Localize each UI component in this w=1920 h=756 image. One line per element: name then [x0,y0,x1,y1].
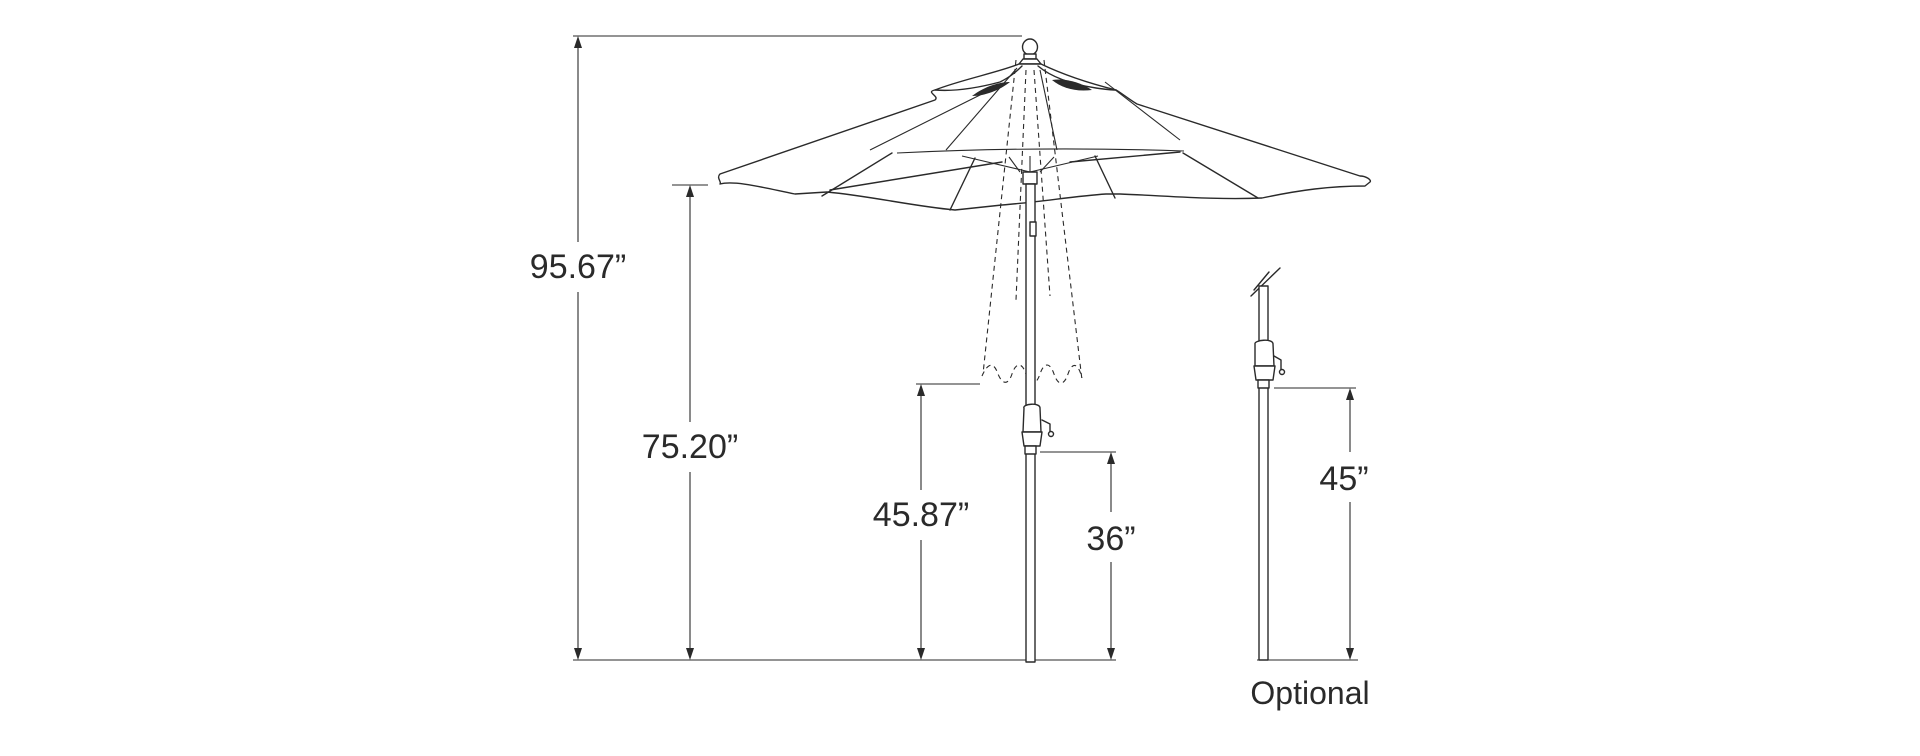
optional-pole-illustration [1250,267,1286,661]
canopy-clearance-label: 75.20” [642,428,738,466]
canopy-seam [1039,69,1058,151]
canopy-ribs [821,151,1259,211]
optional-crank-height-dimension: 45” [1274,387,1369,660]
crank-height-label: 45.87” [873,496,969,534]
canopy-outline [717,63,1372,211]
finial [1018,38,1042,65]
overall-height-label: 95.67” [530,248,626,286]
canopy-hem [896,148,1185,154]
optional-label: Optional [1250,675,1369,711]
vent-shadow [972,82,1010,96]
umbrella-illustration [717,38,1372,663]
tilt-height-label: 36” [1086,520,1135,558]
canopy-seam [1104,81,1181,141]
canopy-seam [1037,65,1117,91]
canopy-clearance-dimension: 75.20” [642,184,738,660]
tilt-height-dimension: 36” [1040,451,1136,661]
canopy-seam [934,65,1023,92]
overall-height-dimension: 95.67” [530,35,1022,660]
hub [1022,171,1038,185]
canopy-seam [945,67,1018,151]
vent-shadow [1052,79,1092,91]
crank-housing [1021,403,1055,455]
crank-height-dimension: 45.87” [873,383,980,660]
optional-crank-height-label: 45” [1319,460,1368,498]
